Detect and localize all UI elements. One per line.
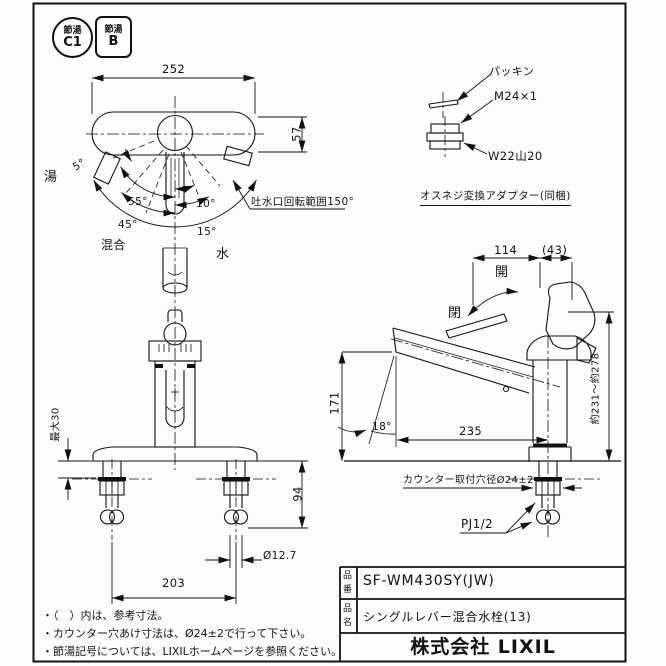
eco-badge-c1-kanji: 節湯 (63, 25, 82, 36)
note-reference-dims: ・（ ）内は、参考寸法。 (42, 609, 169, 622)
front-shanks (72, 459, 276, 540)
thread-m24-label: M24×1 (494, 89, 538, 103)
product-number-value: SF-WM430SY(JW) (363, 573, 495, 589)
packing-label: パッキン (489, 65, 535, 78)
pj-thread-label: PJ1/2 (461, 517, 494, 531)
dim-114-label: 114 (494, 243, 518, 257)
note-eco-mark: ・節湯記号については、LIXILホームページを参照ください。 (42, 645, 343, 658)
angle-18-label: 18° (372, 421, 392, 433)
angle-10-label: 10° (196, 198, 216, 210)
front-view-linework (58, 247, 308, 604)
counter-hole-callout: カウンター取付穴径Ø24±2 (403, 475, 534, 486)
product-name-value: シングルレバー混合水栓(13) (363, 610, 532, 624)
angle-45-label: 45° (118, 219, 138, 231)
top-view-linework (86, 74, 345, 470)
adapter-linework (426, 73, 494, 157)
dim-max30-label: 最大30 (50, 407, 62, 442)
eco-badge-c1: 節湯 C1 (52, 17, 93, 58)
note-counter-hole: ・カウンター穴あけ寸法は、Ø24±2で行って下さい。 (42, 627, 312, 640)
dim-252-label: 252 (162, 62, 186, 76)
eco-badge-b-kanji: 節湯 (104, 25, 123, 35)
close-label: 閉 (448, 306, 462, 321)
dim-43-label: (43) (542, 243, 568, 257)
thread-w22-label: W22山20 (488, 149, 543, 163)
company-name: 株式会社 LIXIL (410, 636, 556, 658)
dim-dia127-label: Ø12.7 (263, 550, 297, 562)
product-number-header: 品番 (343, 571, 353, 595)
adapter-title: オスネジ変換アダプター(同梱) (420, 188, 571, 206)
dim-203-label: 203 (162, 576, 186, 590)
title-block-lines (339, 566, 626, 662)
cold-water-label: 水 (216, 247, 230, 262)
eco-badge-c1-grade: C1 (63, 34, 82, 50)
dim-height-range-label: 約231～約278 (590, 352, 602, 425)
product-name-header: 品名 (343, 604, 353, 628)
dim-171-label: 171 (327, 391, 342, 415)
dim-57-label: 57 (289, 126, 304, 142)
mix-label: 混合 (101, 238, 126, 252)
rotation-range-callout: 吐水口回転範囲150° (251, 196, 355, 208)
eco-badge-b: 節湯 B (95, 16, 132, 58)
eco-badge-b-grade: B (108, 34, 119, 49)
dim-235-label: 235 (459, 424, 483, 438)
hot-water-label: 湯 (44, 170, 58, 185)
open-label: 開 (495, 265, 509, 280)
angle-15-label: 15° (197, 226, 217, 238)
dim-94-label: 94 (290, 486, 305, 502)
drawing-frame (32, 2, 627, 663)
angle-55-label: 55° (128, 196, 148, 208)
side-view-linework (337, 254, 621, 540)
